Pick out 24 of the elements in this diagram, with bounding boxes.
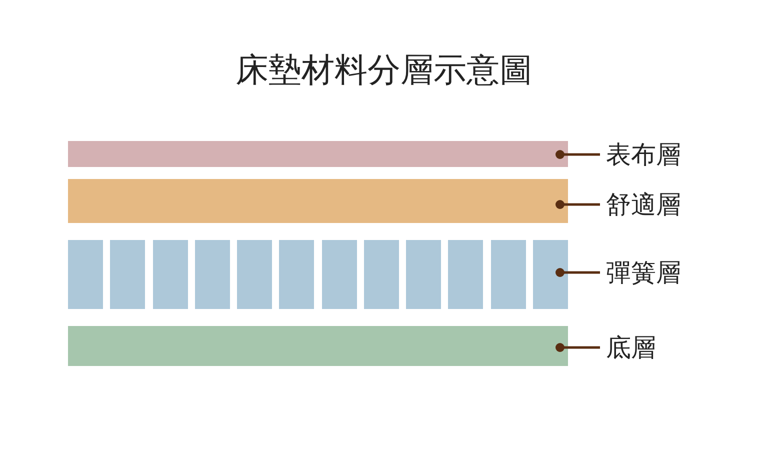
spring-block (152, 240, 188, 309)
leader-line (556, 200, 600, 209)
leader-line (556, 343, 600, 352)
spring-block (322, 240, 357, 309)
spring-block (68, 240, 103, 309)
layer-label: 底層 (606, 335, 656, 360)
leader-line (556, 150, 600, 159)
spring-block (490, 240, 526, 309)
spring-block (110, 240, 146, 309)
layer-bar (68, 179, 568, 223)
spring-block (237, 240, 272, 309)
leader-line (556, 268, 600, 277)
spring-block (364, 240, 399, 309)
layer-bar (68, 141, 568, 167)
spring-block (533, 240, 568, 309)
spring-block (194, 240, 230, 309)
spring-block (406, 240, 442, 309)
spring-block (279, 240, 314, 309)
layer-label: 表布層 (606, 142, 681, 167)
title: 床墊材料分層示意圖 (234, 52, 534, 88)
spring-block (448, 240, 484, 309)
layer-bar (68, 326, 568, 366)
layer-label: 舒適層 (606, 192, 681, 217)
layer-label: 彈簧層 (606, 260, 681, 285)
